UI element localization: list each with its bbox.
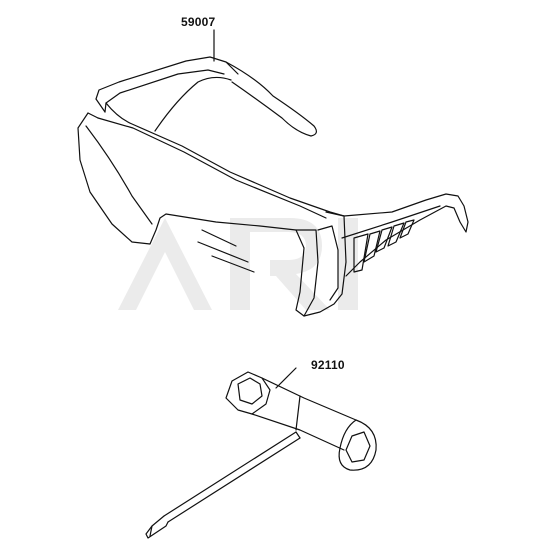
watermark-logo <box>118 218 358 310</box>
leader-line-wrench <box>275 367 297 389</box>
part-number-label-glasses: 59007 <box>181 15 216 29</box>
spark-plug-wrench-illustration <box>145 367 377 539</box>
safety-glasses-illustration <box>77 29 469 317</box>
part-number-label-wrench: 92110 <box>311 358 345 372</box>
